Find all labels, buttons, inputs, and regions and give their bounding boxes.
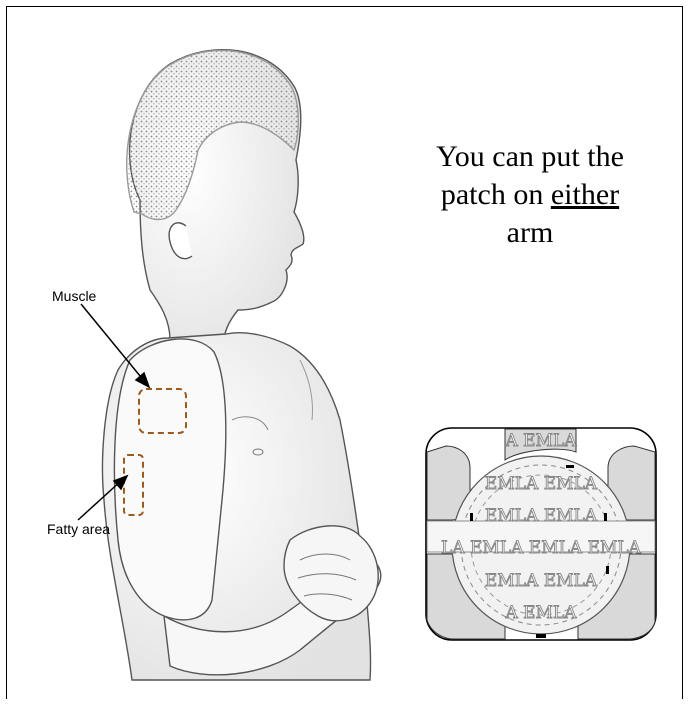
muscle-label: Muscle: [52, 288, 96, 304]
child-figure: [103, 50, 381, 680]
instruction-caption: You can put the patch on either arm: [398, 138, 662, 252]
watermark-row: A EMLA: [504, 603, 577, 623]
caption-text: patch on: [441, 178, 551, 211]
caption-line: arm: [398, 214, 662, 252]
upper-arm: [114, 339, 225, 620]
muscle-arrow: [81, 304, 149, 387]
watermark-row: EMLA EMLA: [485, 506, 598, 526]
caption-line: patch on either: [398, 176, 662, 214]
watermark-row: EMLA EMLA: [485, 571, 598, 591]
watermark-row: LA EMLA EMLA EMLA: [441, 538, 642, 558]
watermark-row: A EMLA: [504, 431, 577, 451]
watermark-row: EMLA EMLA: [485, 474, 598, 494]
caption-line: You can put the: [398, 138, 662, 176]
caption-emphasis: either: [551, 178, 619, 211]
fatty-area-label: Fatty area: [47, 521, 110, 537]
